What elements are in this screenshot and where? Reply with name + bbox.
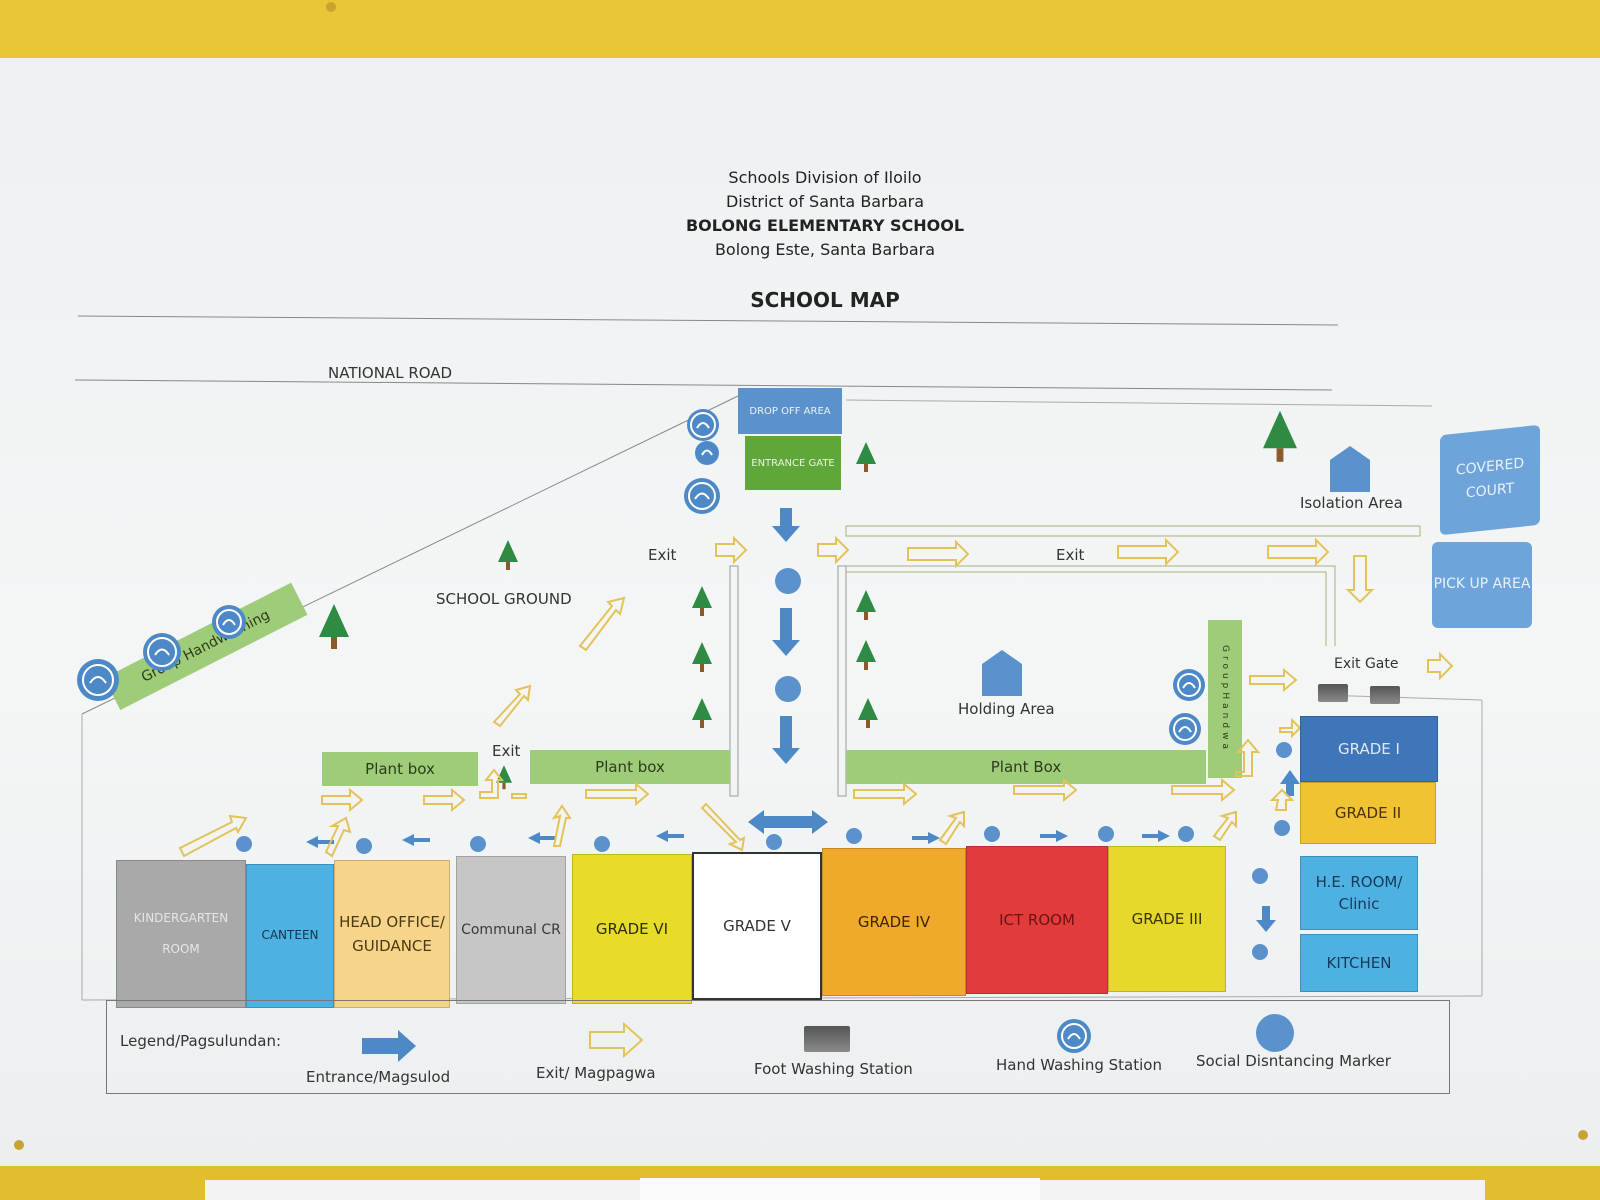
school-name: BOLONG ELEMENTARY SCHOOL — [685, 216, 965, 235]
grade-3-room: GRADE III — [1108, 846, 1226, 992]
foot-washing-station-icon — [804, 1026, 850, 1052]
isolation-area-label: Isolation Area — [1300, 494, 1403, 512]
social-distancing-marker — [1252, 944, 1268, 960]
social-distancing-marker — [984, 826, 1000, 842]
communal-cr-room: Communal CR — [456, 856, 566, 1004]
social-distancing-marker — [775, 676, 801, 702]
kitchen-room: KITCHEN — [1300, 934, 1418, 992]
paper-below-note — [640, 1178, 1040, 1200]
exit-label-bottom: Exit — [492, 742, 521, 760]
social-distancing-marker — [236, 836, 252, 852]
kindergarten-room: KINDERGARTEN ROOM — [116, 860, 246, 1008]
social-distancing-marker — [1178, 826, 1194, 842]
hand-washing-station-icon — [694, 440, 720, 470]
grade-4-room: GRADE IV — [822, 848, 966, 996]
pin-icon — [14, 1140, 24, 1150]
social-distancing-marker — [1252, 868, 1268, 884]
division-title: Schools Division of Iloilo — [728, 168, 922, 187]
pick-up-area: PICK UP AREA — [1432, 542, 1532, 628]
plant-box-2: Plant box — [530, 750, 730, 784]
covered-court: COVERED COURT — [1440, 424, 1540, 536]
legend-title: Legend/Pagsulundan: — [120, 1032, 282, 1050]
grade-5-room: GRADE V — [692, 852, 822, 1000]
entrance-arrow-icon — [362, 1028, 418, 1068]
head-office-room: HEAD OFFICE/ GUIDANCE — [334, 860, 450, 1008]
school-address: Bolong Este, Santa Barbara — [714, 240, 936, 259]
canteen-room: CANTEEN — [246, 864, 334, 1008]
pin-icon — [1578, 1130, 1588, 1140]
hand-washing-station-icon — [1168, 712, 1202, 750]
hand-washing-station-icon — [1172, 668, 1206, 706]
plant-box-1: Plant box — [322, 752, 478, 786]
hand-washing-station-icon — [686, 408, 720, 446]
school-ground-label: SCHOOL GROUND — [436, 590, 572, 608]
hand-washing-station-icon — [1056, 1018, 1092, 1058]
social-distancing-marker — [1274, 820, 1290, 836]
road-label: NATIONAL ROAD — [328, 364, 453, 382]
legend-foot-washing: Foot Washing Station — [754, 1060, 913, 1078]
legend-exit: Exit/ Magpagwa — [536, 1064, 656, 1082]
hand-washing-station-icon — [142, 632, 182, 676]
social-distancing-marker — [356, 838, 372, 854]
entrance-gate: ENTRANCE GATE — [745, 436, 841, 490]
hand-washing-station-icon — [76, 658, 120, 706]
district-title: District of Santa Barbara — [725, 192, 925, 211]
pin-icon — [326, 2, 336, 12]
hand-washing-station-icon — [211, 604, 247, 644]
ict-room: ICT ROOM — [966, 846, 1108, 994]
social-distancing-marker — [1276, 742, 1292, 758]
holding-area-label: Holding Area — [958, 700, 1055, 718]
legend-social-distancing: Social Disntancing Marker — [1196, 1052, 1391, 1070]
social-distancing-marker — [470, 836, 486, 852]
social-distancing-marker — [775, 568, 801, 594]
foot-washing-station-icon — [1370, 686, 1400, 704]
he-room-clinic: H.E. ROOM/ Clinic — [1300, 856, 1418, 930]
grade-2-room: GRADE II — [1300, 782, 1436, 844]
hand-washing-station-icon — [683, 477, 721, 519]
exit-arrow-icon — [588, 1021, 644, 1062]
grade-6-room: GRADE VI — [572, 854, 692, 1004]
social-distancing-marker — [766, 834, 782, 850]
exit-label-top-left: Exit — [648, 546, 677, 564]
drop-off-area: DROP OFF AREA — [738, 388, 842, 434]
legend-hand-washing: Hand Washing Station — [996, 1056, 1162, 1074]
social-distancing-marker-icon — [1256, 1014, 1294, 1052]
legend-entrance: Entrance/Magsulod — [306, 1068, 451, 1086]
social-distancing-marker — [846, 828, 862, 844]
group-handwashing-vertical: GroupHandwa — [1208, 620, 1242, 778]
social-distancing-marker — [1098, 826, 1114, 842]
grade-1-room: GRADE I — [1300, 716, 1438, 782]
social-distancing-marker — [594, 836, 610, 852]
exit-gate-label: Exit Gate — [1334, 656, 1399, 672]
foot-washing-station-icon — [1318, 684, 1348, 702]
plant-box-3: Plant Box — [846, 750, 1206, 784]
legend — [106, 1000, 1450, 1094]
exit-label-top-right: Exit — [1056, 546, 1085, 564]
map-title: SCHOOL MAP — [750, 288, 900, 312]
